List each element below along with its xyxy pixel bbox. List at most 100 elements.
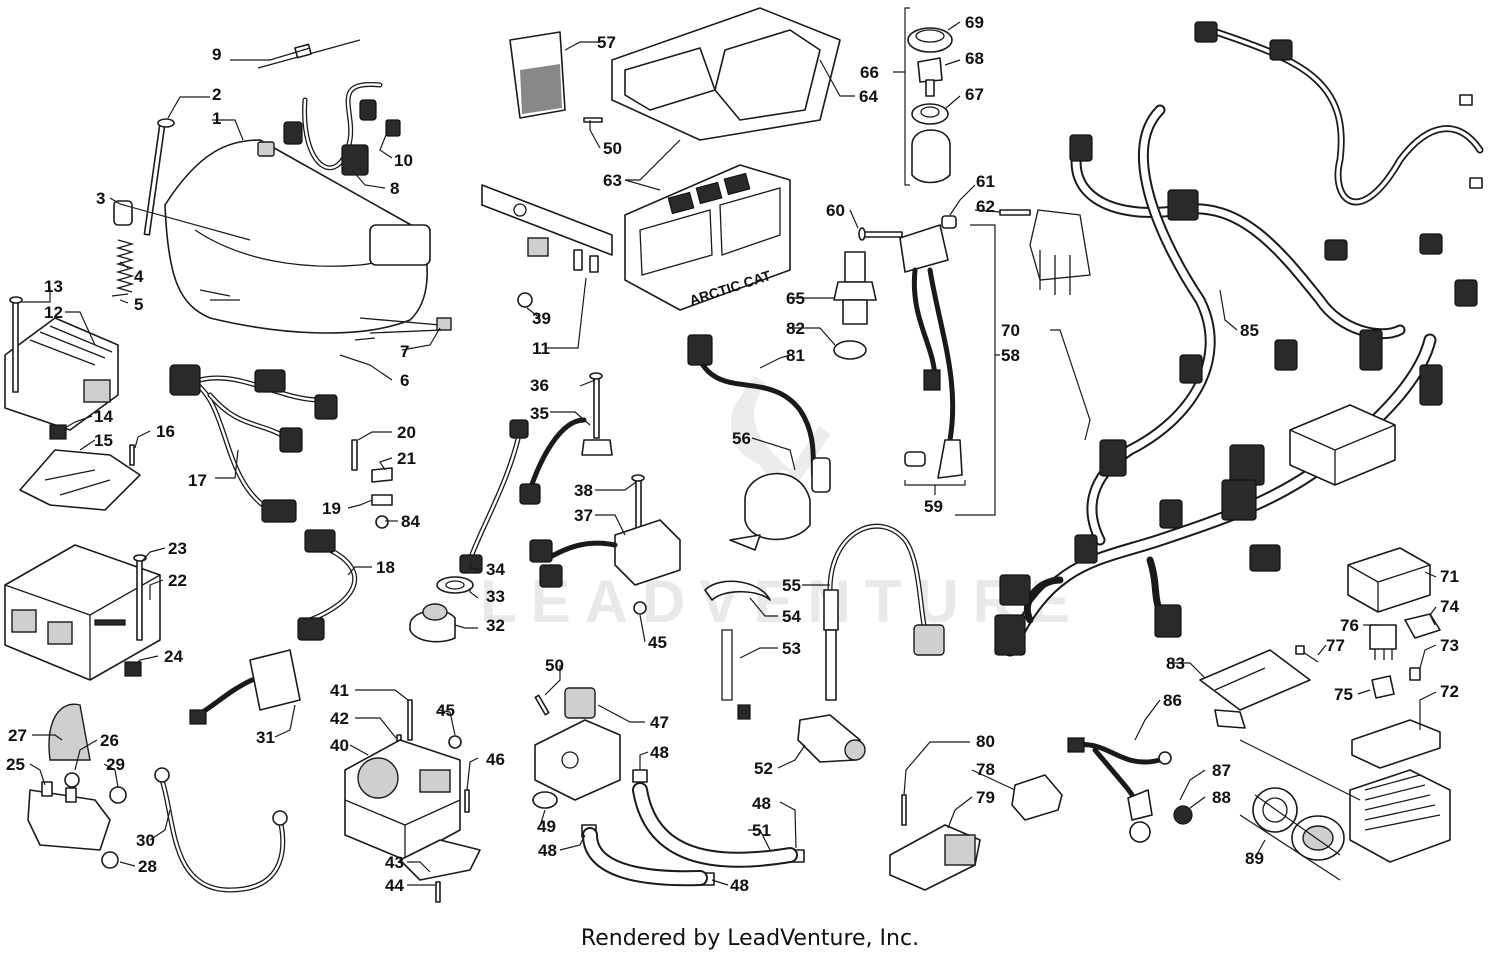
part-70-main-harness[interactable] [994,21,1484,657]
callout-79: 79 [976,788,995,807]
part-24-clip[interactable] [124,661,142,677]
callout-labels: 1 2 3 4 5 6 7 8 9 10 11 12 13 14 15 16 1… [6,13,1459,895]
part-8-harness-pigtail[interactable] [283,81,383,176]
part-28-screw[interactable] [101,851,119,869]
part-76-relay[interactable] [1369,624,1397,660]
callout-89: 89 [1245,849,1264,868]
part-40-eps-unit[interactable] [344,739,461,861]
part-2-bolt[interactable] [143,118,175,236]
part-20-screw[interactable] [351,439,358,471]
part-78-connector[interactable] [1011,774,1063,821]
callout-33: 33 [486,587,505,606]
part-64-bezel[interactable] [611,7,841,141]
part-77-fuse[interactable] [1295,645,1319,663]
part-80-screw[interactable] [901,794,907,826]
part-89-power-outlet[interactable] [1252,787,1345,861]
part-44-screw[interactable] [435,881,441,903]
part-69-cap[interactable] [907,27,953,53]
part-45-nut[interactable] [633,601,647,615]
part-37-module[interactable] [529,519,681,588]
callout-60: 60 [826,201,845,220]
part-67-nut[interactable] [911,103,949,125]
part-68-key[interactable] [917,57,943,97]
part-21-clamp[interactable] [371,467,393,483]
part-61-bushing[interactable] [941,215,957,229]
part-1-headlight-housing[interactable] [164,139,452,341]
part-11-bracket[interactable] [481,184,613,273]
part-72-fuse-block[interactable] [1349,719,1451,863]
part-27-boot[interactable] [48,703,91,761]
part-50-screw[interactable] [534,694,550,716]
callout-18: 18 [376,558,395,577]
part-3-spacer[interactable] [113,200,133,226]
part-16-screw[interactable] [129,444,135,466]
part-75-fuse[interactable] [1371,675,1395,699]
part-31-switch[interactable] [189,649,301,725]
part-17-harness[interactable] [169,364,338,523]
part-39-nut[interactable] [517,292,533,308]
part-12-module[interactable] [4,317,119,431]
callout-76: 76 [1340,616,1359,635]
part-30-cable[interactable] [154,767,288,893]
part-82-oring[interactable] [833,340,867,360]
part-51-hose[interactable] [582,782,798,887]
part-88-cap[interactable] [1173,805,1193,825]
callout-88: 88 [1212,788,1231,807]
part-58-harness[interactable] [899,224,956,443]
part-60-bolt[interactable] [858,227,903,241]
callout-39: 39 [532,309,551,328]
callout-4: 4 [134,267,144,286]
part-84-nut[interactable] [375,515,389,529]
part-74-relay[interactable] [1404,613,1441,639]
part-5-pin[interactable] [111,293,129,297]
part-41-bolt[interactable] [407,699,413,741]
part-63-gauge[interactable]: ARCTIC CAT [624,164,791,311]
part-36-bolt[interactable] [589,372,603,439]
part-53-tie[interactable] [721,629,751,720]
callout-14: 14 [94,407,113,426]
part-25-solenoid[interactable] [27,781,111,851]
part-43-bracket[interactable] [399,839,481,881]
part-49-oring[interactable] [532,791,558,809]
callout-21: 21 [397,449,416,468]
callout-65: 65 [786,289,805,308]
part-35-sensor[interactable] [519,417,613,505]
callout-48d: 48 [752,794,771,813]
part-48-clamp-a[interactable] [632,769,648,783]
part-50-screw-b[interactable] [583,117,603,123]
part-83-bracket[interactable] [1199,649,1311,729]
part-45-nut-b[interactable] [448,735,462,749]
part-57-sleeve[interactable] [509,31,566,119]
part-55-temp-sensor[interactable] [823,523,945,701]
part-71-fuse-cover[interactable] [1347,547,1431,613]
part-29-nut[interactable] [109,786,127,804]
part-32-switch[interactable] [409,603,456,643]
part-52-sensor[interactable] [797,714,866,763]
part-56-buzzer[interactable] [729,472,811,551]
part-47-valve[interactable] [534,687,621,801]
part-19-clip[interactable] [371,494,393,506]
part-15-bracket[interactable] [19,449,141,511]
part-34-lanyard[interactable] [459,419,529,574]
part-86-harness[interactable] [1067,737,1172,803]
part-46-screw[interactable] [464,789,470,813]
callout-51: 51 [752,821,771,840]
part-81-harness[interactable] [687,334,831,493]
part-14-clip[interactable] [49,424,67,440]
part-73-fuse[interactable] [1409,667,1421,681]
part-10-connector[interactable] [385,119,401,137]
part-62-switch[interactable] [999,209,1091,295]
part-9-cable-tie[interactable] [257,39,361,69]
part-26-nut[interactable] [64,772,80,788]
part-79-sensor[interactable] [889,824,981,891]
part-33-ring[interactable] [436,576,474,594]
part-87-socket[interactable] [1127,789,1153,843]
part-13-bolt[interactable] [9,296,23,393]
part-18-harness[interactable] [297,529,358,641]
part-54-clamp[interactable] [704,580,771,601]
part-59-fitting[interactable] [904,439,963,479]
part-65-sensor[interactable] [833,251,877,325]
callout-85: 85 [1240,321,1259,340]
part-22-ecu[interactable] [4,544,161,681]
part-66-ignition-switch[interactable] [911,129,951,184]
